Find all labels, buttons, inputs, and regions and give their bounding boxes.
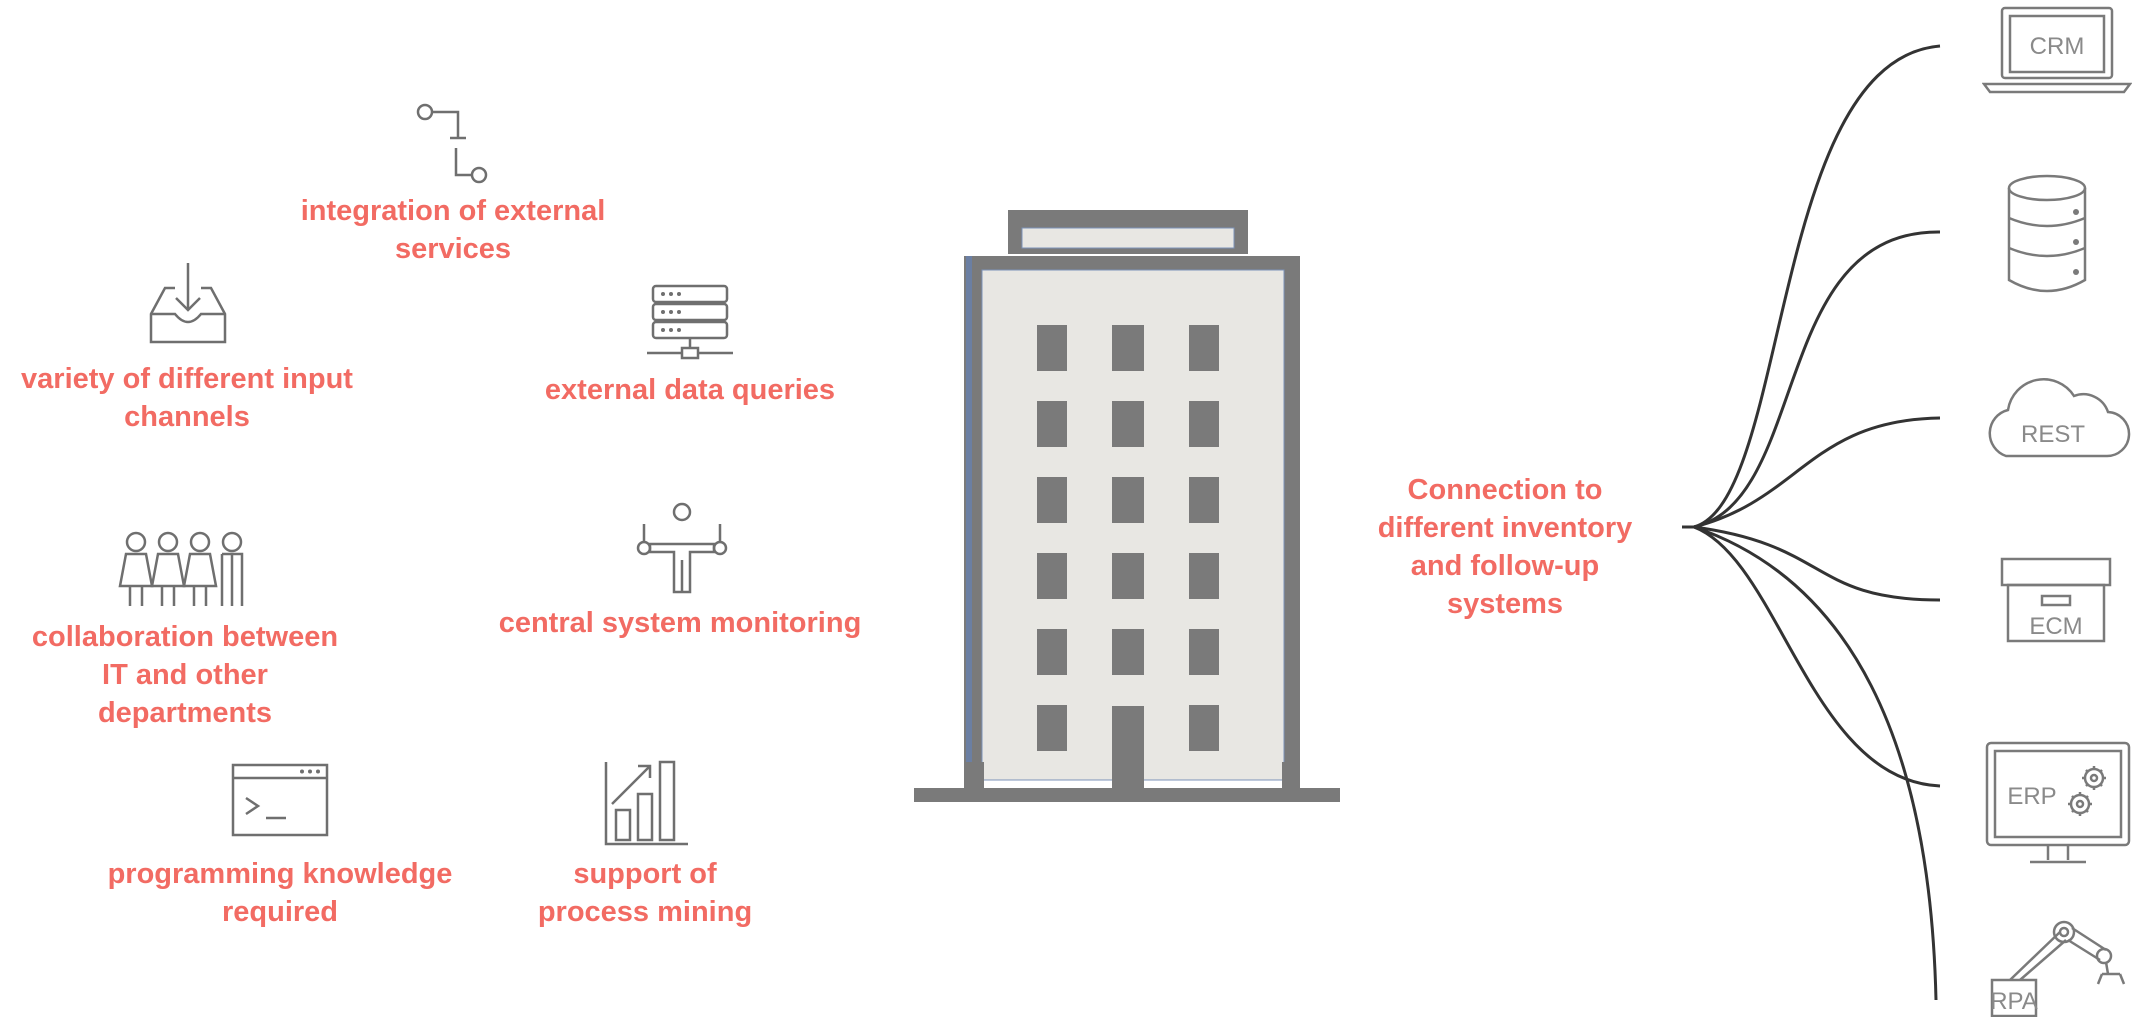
robot-arm-icon: RPA (1990, 920, 2126, 1017)
laptop-icon: CRM (1982, 6, 2132, 94)
server-rack-icon (647, 284, 733, 360)
inbox-download-icon (149, 263, 227, 344)
database-icon (2007, 174, 2087, 293)
people-group-icon (118, 531, 244, 606)
git-connection-icon (416, 103, 488, 184)
person-monitor-icon (636, 502, 728, 594)
growth-chart-icon (604, 760, 688, 846)
building-icon (914, 210, 1340, 802)
cloud-icon: REST (1988, 378, 2131, 458)
feature-label-monitoring: central system monitoring (498, 607, 862, 639)
system-label-ecm: ECM (2029, 613, 2082, 640)
system-label-rpa: RPA (1990, 988, 2038, 1015)
system-label-rest: REST (2021, 421, 2085, 448)
system-label-erp: ERP (2007, 783, 2056, 810)
archive-box-icon: ECM (2000, 557, 2112, 643)
monitor-gears-icon: ERP (1985, 741, 2131, 864)
connector-curves (1682, 44, 1941, 1001)
system-label-crm: CRM (2030, 33, 2085, 60)
terminal-window-icon (231, 763, 329, 837)
feature-label-data-queries: external data queries (544, 374, 836, 406)
